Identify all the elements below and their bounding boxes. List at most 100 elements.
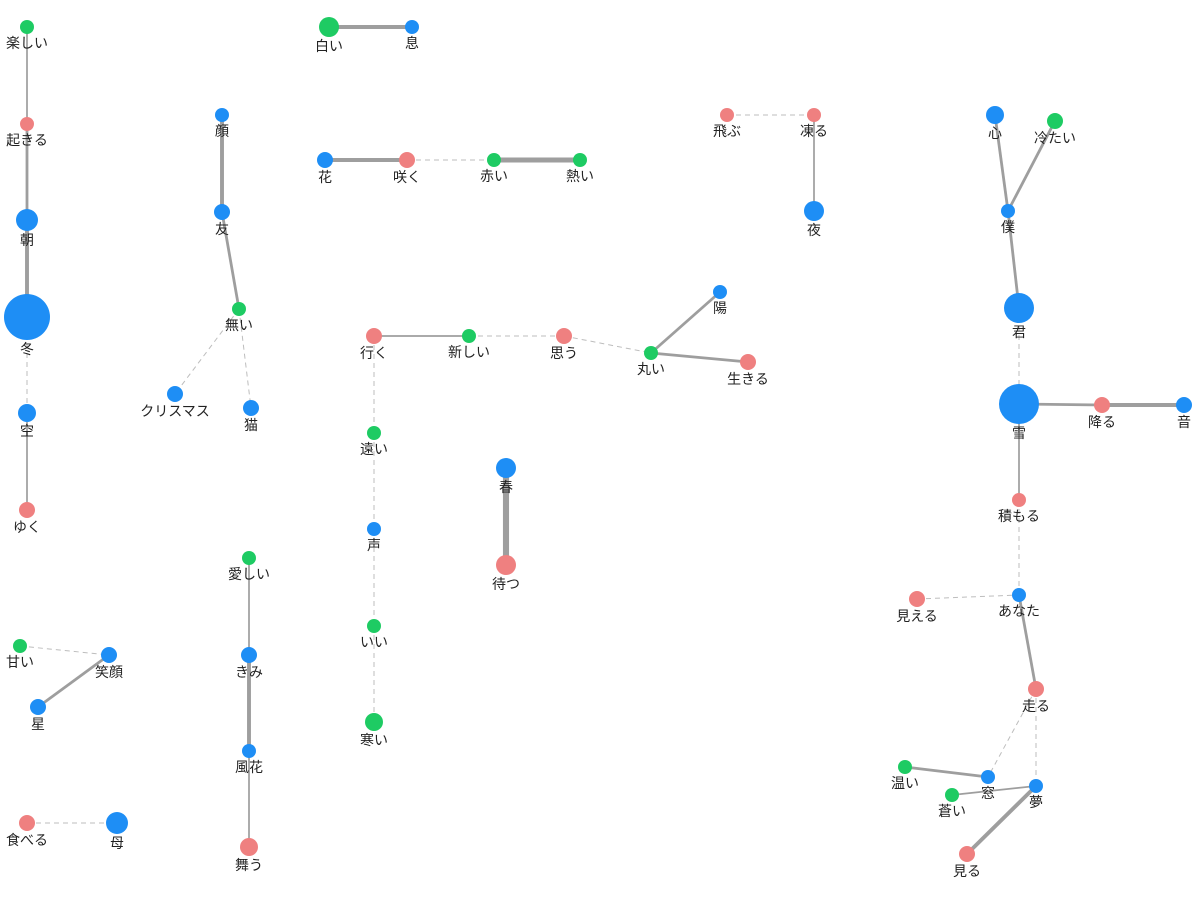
node-hoshi[interactable]: 星 bbox=[30, 699, 46, 733]
node-circle[interactable] bbox=[496, 458, 516, 478]
node-circle[interactable] bbox=[18, 404, 36, 422]
node-boku[interactable]: 僕 bbox=[1001, 204, 1015, 236]
node-iku[interactable]: 行く bbox=[360, 328, 388, 362]
node-circle[interactable] bbox=[106, 812, 128, 834]
node-circle[interactable] bbox=[367, 426, 381, 440]
node-circle[interactable] bbox=[240, 838, 258, 856]
node-tooi[interactable]: 遠い bbox=[360, 426, 388, 458]
node-circle[interactable] bbox=[1047, 113, 1063, 129]
node-atarashii[interactable]: 新しい bbox=[448, 329, 490, 361]
node-nai[interactable]: 無い bbox=[225, 302, 253, 334]
node-mau[interactable]: 舞う bbox=[235, 838, 263, 874]
node-nukui[interactable]: 温い bbox=[891, 760, 919, 792]
node-tobu[interactable]: 飛ぶ bbox=[713, 108, 741, 140]
node-circle[interactable] bbox=[366, 328, 382, 344]
node-amai[interactable]: 甘い bbox=[6, 639, 34, 671]
node-hana[interactable]: 花 bbox=[317, 152, 333, 186]
node-taberu[interactable]: 食べる bbox=[6, 815, 48, 849]
node-asa[interactable]: 朝 bbox=[16, 209, 38, 249]
node-circle[interactable] bbox=[462, 329, 476, 343]
node-haha[interactable]: 母 bbox=[106, 812, 128, 852]
node-circle[interactable] bbox=[713, 285, 727, 299]
node-circle[interactable] bbox=[1028, 681, 1044, 697]
node-circle[interactable] bbox=[909, 591, 925, 607]
node-circle[interactable] bbox=[487, 153, 501, 167]
node-circle[interactable] bbox=[496, 555, 516, 575]
node-circle[interactable] bbox=[317, 152, 333, 168]
node-circle[interactable] bbox=[367, 522, 381, 536]
node-miru[interactable]: 見る bbox=[953, 846, 981, 880]
node-matsu[interactable]: 待つ bbox=[492, 555, 520, 593]
node-circle[interactable] bbox=[16, 209, 38, 231]
node-circle[interactable] bbox=[986, 106, 1004, 124]
node-kazahana[interactable]: 風花 bbox=[235, 744, 263, 776]
node-circle[interactable] bbox=[720, 108, 734, 122]
node-circle[interactable] bbox=[999, 384, 1039, 424]
node-circle[interactable] bbox=[1012, 588, 1026, 602]
node-hi[interactable]: 陽 bbox=[713, 285, 727, 317]
node-saku[interactable]: 咲く bbox=[393, 152, 421, 186]
node-circle[interactable] bbox=[1004, 293, 1034, 323]
node-tsumetai[interactable]: 冷たい bbox=[1034, 113, 1076, 147]
node-circle[interactable] bbox=[167, 386, 183, 402]
node-tsumoru[interactable]: 積もる bbox=[998, 493, 1040, 525]
node-anata[interactable]: あなた bbox=[998, 588, 1040, 620]
node-circle[interactable] bbox=[1001, 204, 1015, 218]
node-egao[interactable]: 笑顔 bbox=[95, 647, 123, 681]
node-circle[interactable] bbox=[20, 20, 34, 34]
node-marui[interactable]: 丸い bbox=[637, 346, 665, 378]
node-kimi2[interactable]: きみ bbox=[235, 647, 263, 681]
node-circle[interactable] bbox=[215, 108, 229, 122]
node-yuki[interactable]: 雪 bbox=[999, 384, 1039, 442]
node-circle[interactable] bbox=[573, 153, 587, 167]
node-circle[interactable] bbox=[644, 346, 658, 360]
node-circle[interactable] bbox=[242, 551, 256, 565]
node-omou[interactable]: 思う bbox=[550, 328, 578, 362]
node-shiroi[interactable]: 白い bbox=[315, 17, 343, 55]
node-circle[interactable] bbox=[1029, 779, 1043, 793]
node-circle[interactable] bbox=[804, 201, 824, 221]
node-circle[interactable] bbox=[30, 699, 46, 715]
node-fuyu[interactable]: 冬 bbox=[4, 294, 50, 358]
node-circle[interactable] bbox=[405, 20, 419, 34]
node-circle[interactable] bbox=[20, 117, 34, 131]
node-circle[interactable] bbox=[19, 815, 35, 831]
node-oto[interactable]: 音 bbox=[1176, 397, 1192, 431]
node-yoru[interactable]: 夜 bbox=[804, 201, 824, 239]
node-circle[interactable] bbox=[1012, 493, 1026, 507]
node-circle[interactable] bbox=[556, 328, 572, 344]
node-kokoro[interactable]: 心 bbox=[986, 106, 1004, 142]
node-circle[interactable] bbox=[367, 619, 381, 633]
node-ii[interactable]: いい bbox=[360, 619, 388, 651]
node-circle[interactable] bbox=[4, 294, 50, 340]
node-circle[interactable] bbox=[241, 647, 257, 663]
node-kimi[interactable]: 君 bbox=[1004, 293, 1034, 341]
node-kooru[interactable]: 凍る bbox=[800, 108, 828, 140]
node-circle[interactable] bbox=[945, 788, 959, 802]
node-circle[interactable] bbox=[242, 744, 256, 758]
node-mado[interactable]: 窓 bbox=[981, 770, 995, 802]
node-tomo[interactable]: 友 bbox=[214, 204, 230, 238]
node-circle[interactable] bbox=[1094, 397, 1110, 413]
node-circle[interactable] bbox=[959, 846, 975, 862]
node-circle[interactable] bbox=[898, 760, 912, 774]
node-circle[interactable] bbox=[807, 108, 821, 122]
node-yume[interactable]: 夢 bbox=[1029, 779, 1043, 811]
node-circle[interactable] bbox=[101, 647, 117, 663]
node-furu[interactable]: 降る bbox=[1088, 397, 1116, 431]
node-yuku[interactable]: ゆく bbox=[13, 502, 41, 536]
node-neko[interactable]: 猫 bbox=[243, 400, 259, 434]
node-iki[interactable]: 息 bbox=[405, 20, 419, 52]
node-kao[interactable]: 顔 bbox=[215, 108, 229, 140]
node-circle[interactable] bbox=[981, 770, 995, 784]
node-circle[interactable] bbox=[243, 400, 259, 416]
node-aoi[interactable]: 蒼い bbox=[938, 788, 966, 820]
node-okiru[interactable]: 起きる bbox=[6, 117, 48, 149]
node-itoshii[interactable]: 愛しい bbox=[228, 551, 270, 583]
node-circle[interactable] bbox=[214, 204, 230, 220]
node-circle[interactable] bbox=[365, 713, 383, 731]
node-akai[interactable]: 赤い bbox=[480, 153, 508, 185]
node-sora[interactable]: 空 bbox=[18, 404, 36, 440]
node-koe[interactable]: 声 bbox=[367, 522, 381, 554]
node-circle[interactable] bbox=[319, 17, 339, 37]
